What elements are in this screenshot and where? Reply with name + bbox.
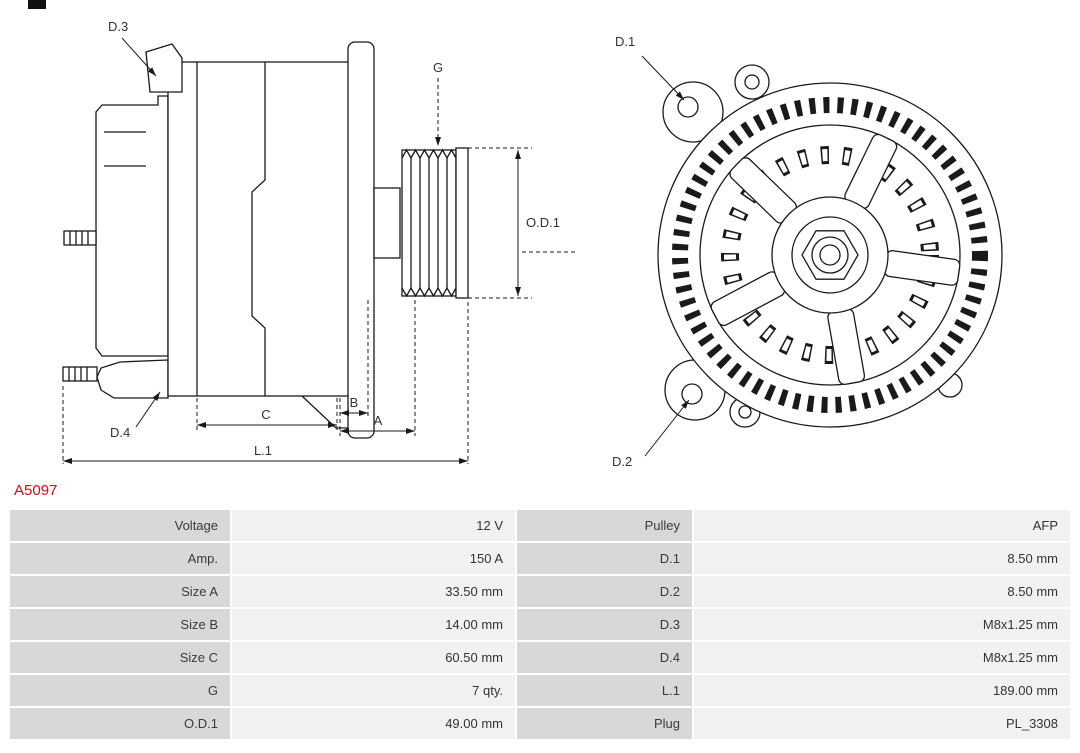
dim-label-b: B [350,395,359,410]
dim-label-d4: D.4 [110,425,130,440]
spec-value-plug: PL_3308 [694,708,1070,739]
spec-label-size-c: Size C [10,642,230,673]
dim-label-d1: D.1 [615,34,635,49]
spec-value-pulley: AFP [694,510,1070,541]
spec-value-g: 7 qty. [232,675,515,706]
dim-label-od1: O.D.1 [526,215,560,230]
spec-label-plug: Plug [517,708,692,739]
spec-label-amp: Amp. [10,543,230,574]
spec-label-size-a: Size A [10,576,230,607]
spec-label-g: G [10,675,230,706]
spokes [710,133,961,385]
dim-label-l1: L.1 [254,443,272,458]
spec-table: Voltage 12 V Pulley AFP Amp. 150 A D.1 8… [10,510,1070,739]
dim-label-d3: D.3 [108,19,128,34]
spec-value-size-a: 33.50 mm [232,576,515,607]
technical-drawings: G O.D.1 C B A L.1 [62,19,1003,469]
spec-value-voltage: 12 V [232,510,515,541]
spec-label-d3: D.3 [517,609,692,640]
spec-value-size-c: 60.50 mm [232,642,515,673]
spec-value-size-b: 14.00 mm [232,609,515,640]
part-number: A5097 [14,482,58,499]
dim-label-g: G [433,60,443,75]
dim-label-a: A [374,413,383,428]
spec-label-pulley: Pulley [517,510,692,541]
spec-label-d1: D.1 [517,543,692,574]
spec-label-l1: L.1 [517,675,692,706]
spec-value-d1: 8.50 mm [694,543,1070,574]
spec-label-d2: D.2 [517,576,692,607]
dim-label-c: C [261,407,270,422]
side-view-drawing: G O.D.1 C B A L.1 [62,19,578,464]
spec-label-d4: D.4 [517,642,692,673]
spec-label-od1: O.D.1 [10,708,230,739]
spec-value-d2: 8.50 mm [694,576,1070,607]
spec-value-l1: 189.00 mm [694,675,1070,706]
spec-value-d3: M8x1.25 mm [694,609,1070,640]
dim-label-d2: D.2 [612,454,632,469]
spec-value-d4: M8x1.25 mm [694,642,1070,673]
top-left-artifact [28,0,46,9]
spec-label-voltage: Voltage [10,510,230,541]
spec-value-od1: 49.00 mm [232,708,515,739]
spec-value-amp: 150 A [232,543,515,574]
front-view-drawing: D.1 D.2 [612,34,1003,469]
spec-label-size-b: Size B [10,609,230,640]
